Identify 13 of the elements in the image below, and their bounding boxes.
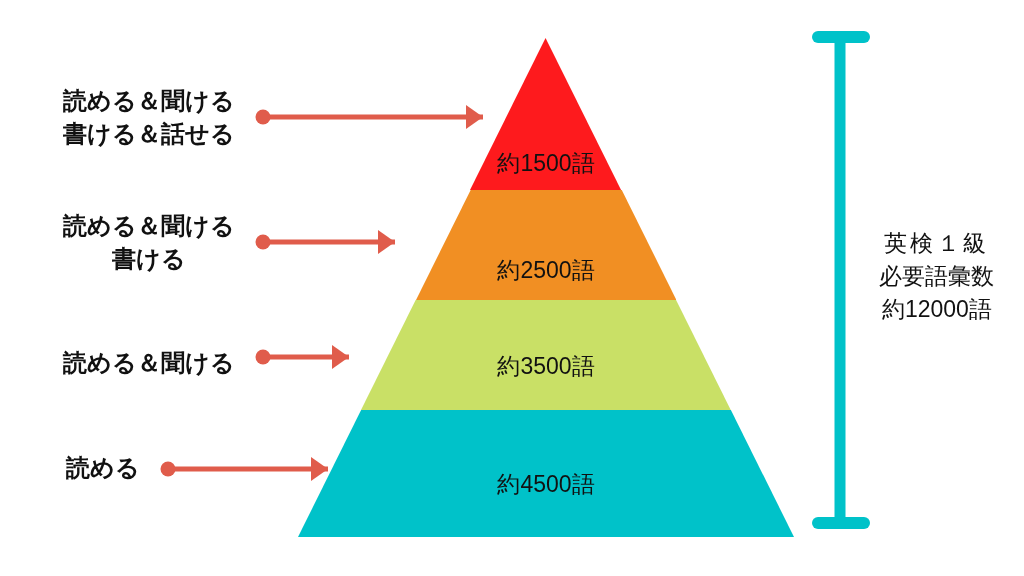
word-count-label: 約4500語 — [497, 470, 595, 498]
vocabulary-total-label: 英検１級必要語彙数約12000語 — [878, 229, 996, 324]
word-count-label: 約2500語 — [497, 256, 595, 284]
arrow — [255, 230, 395, 254]
word-count-label: 約1500語 — [497, 149, 595, 177]
arrow — [255, 345, 349, 369]
word-count-label: 約3500語 — [497, 352, 595, 380]
skill-label: 読める＆聞ける — [63, 346, 235, 379]
arrow — [255, 105, 483, 129]
arrow — [160, 457, 328, 481]
skill-label: 読める＆聞ける書ける＆話せる — [56, 84, 242, 150]
skill-label: 読める＆聞ける書ける — [56, 209, 242, 275]
skill-label: 読める — [66, 451, 140, 484]
